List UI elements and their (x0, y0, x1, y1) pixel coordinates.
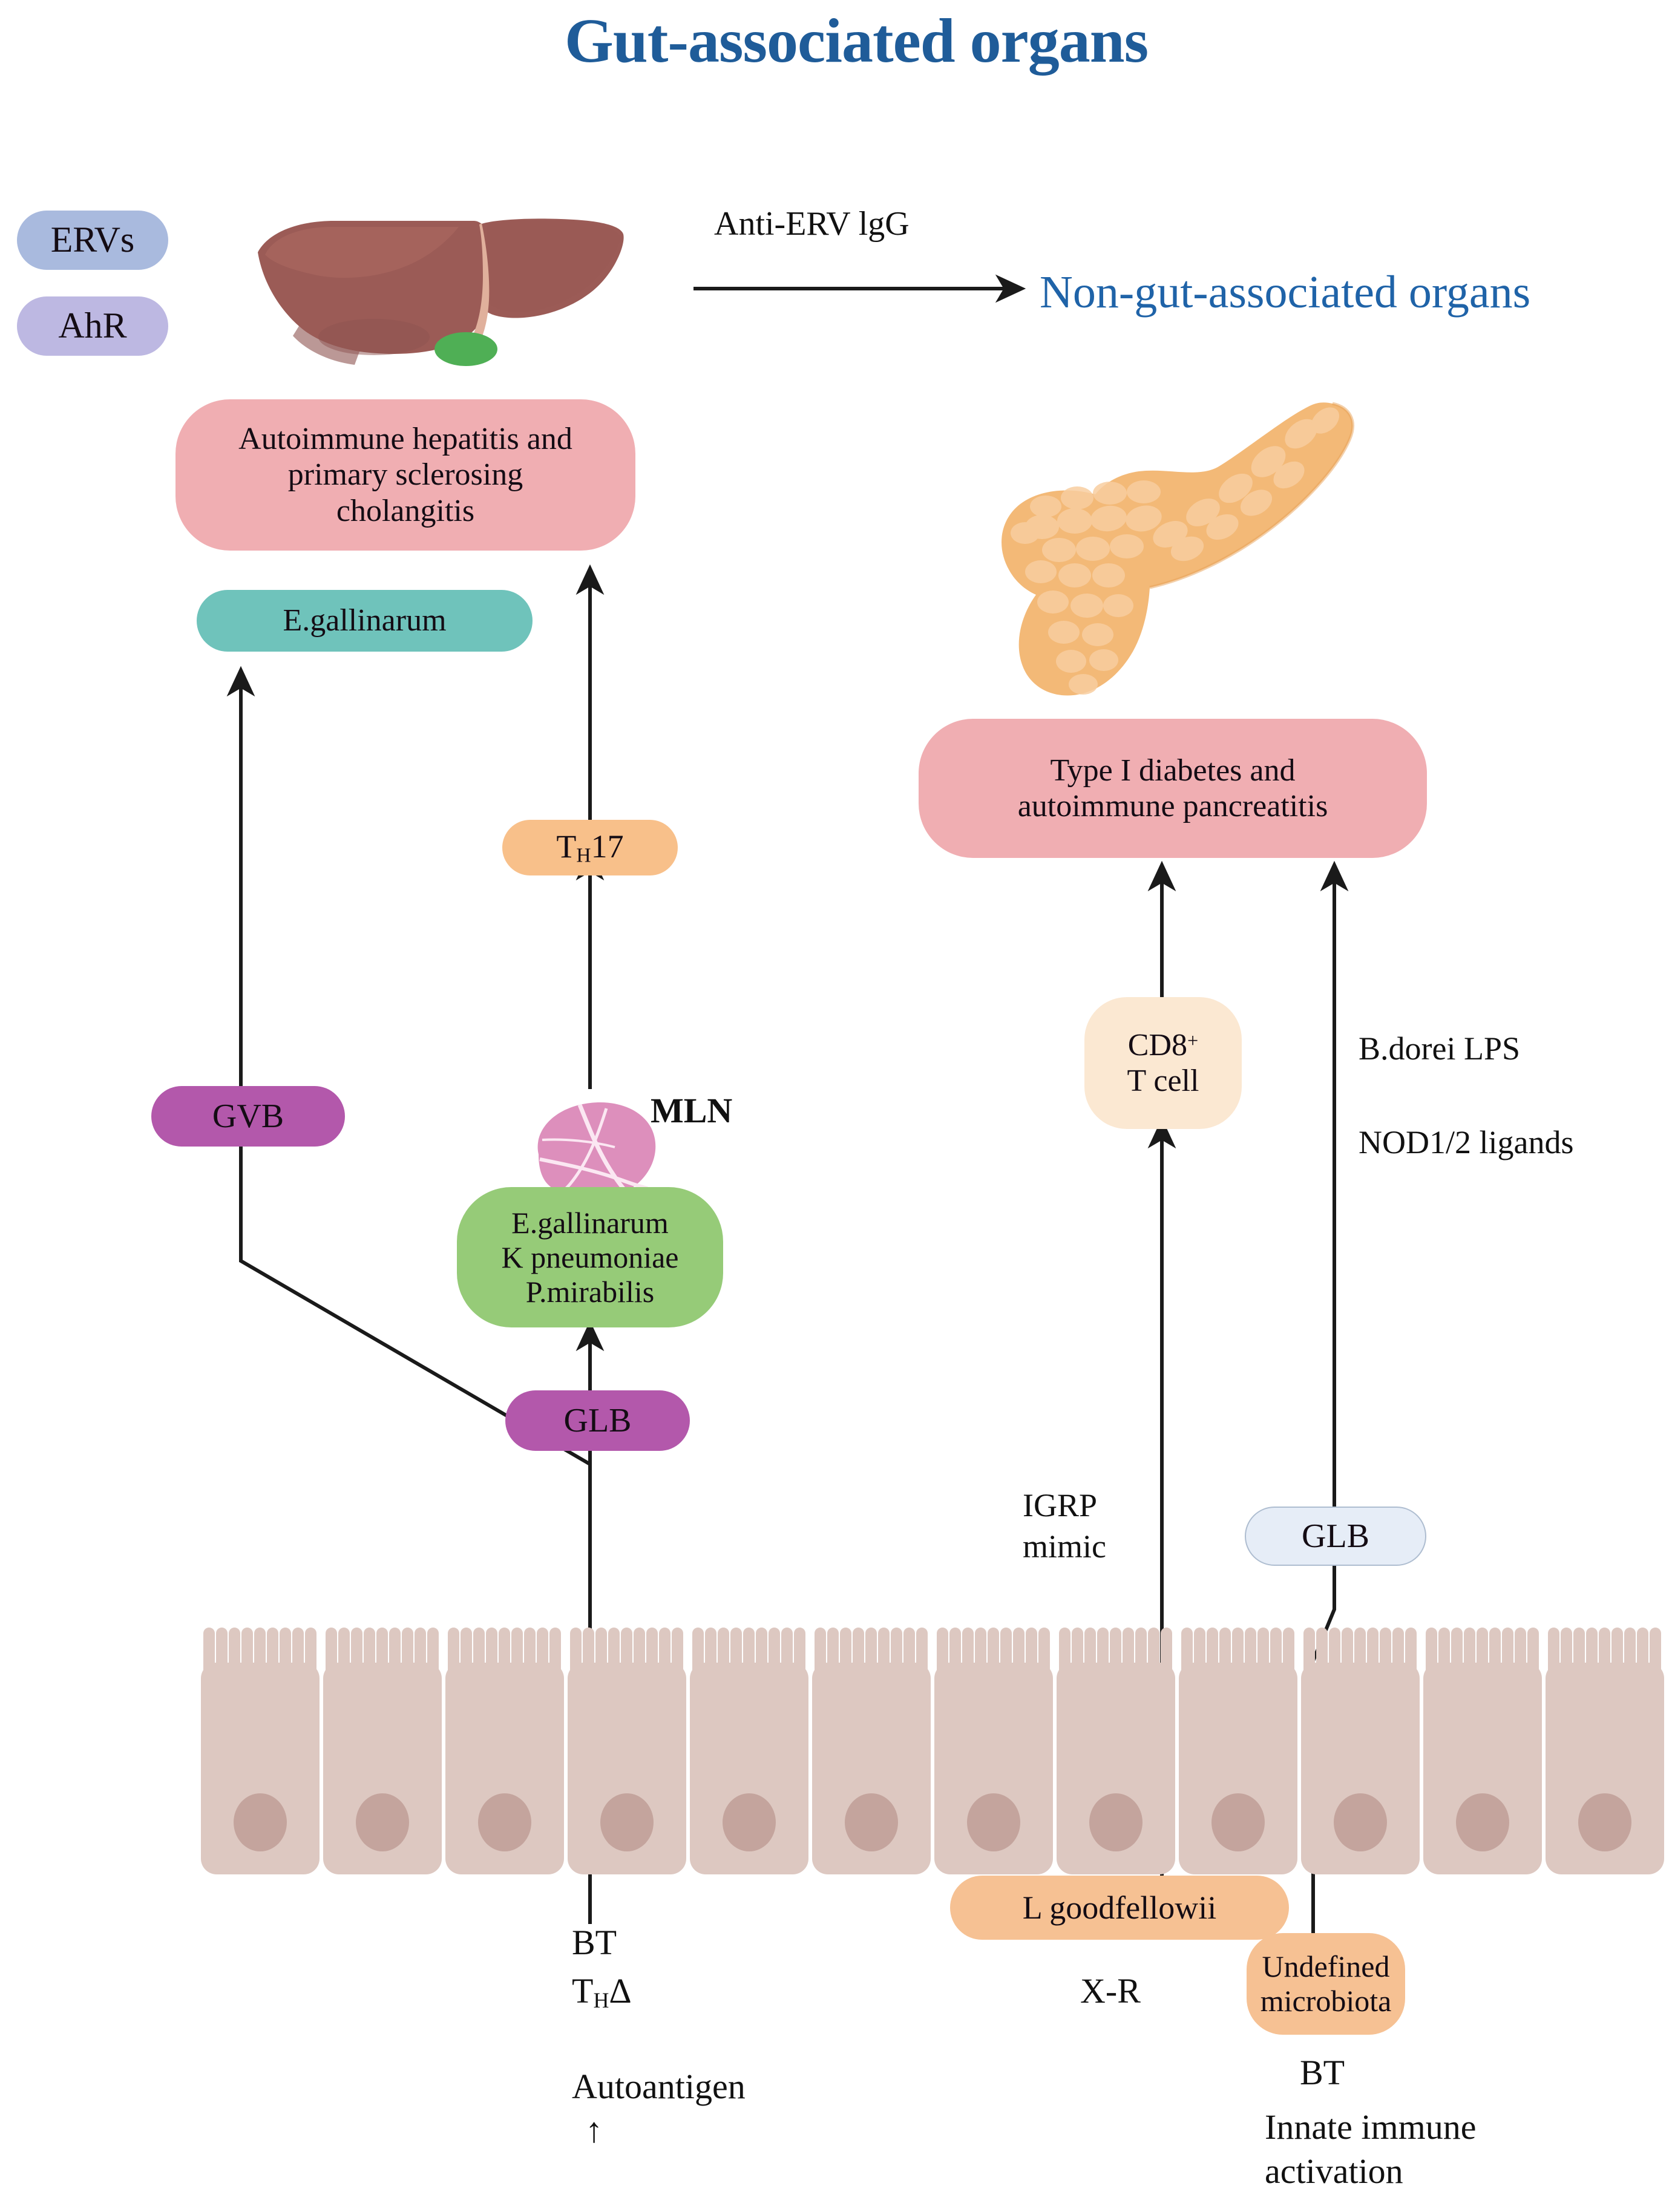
mln-label: MLN (651, 1091, 733, 1130)
autoantigen-label: Autoantigen ↑ (572, 2021, 746, 2153)
th-delta-label: THΔ (572, 1971, 632, 2012)
autoimmune-hepatitis-box[interactable]: Autoimmune hepatitis and primary scleros… (175, 399, 635, 551)
glb-pill-right-label: GLB (1302, 1517, 1369, 1555)
cd8-t-cell-label: CD8+T cell (1127, 1027, 1199, 1098)
anti-erv-igg-label: Anti-ERV lgG (714, 205, 910, 243)
glb-pill-left[interactable]: GLB (505, 1390, 690, 1451)
badge-ahr-label: AhR (58, 306, 127, 346)
undefined-microbiota-label: Undefined microbiota (1260, 1949, 1392, 2018)
liver-illustration (258, 218, 624, 366)
x-r-label: X-R (1080, 1971, 1141, 2011)
e-gallinarum-pill[interactable]: E.gallinarum (197, 590, 533, 652)
th17-label: TH17 (556, 828, 624, 867)
gvb-pill[interactable]: GVB (151, 1086, 345, 1147)
l-goodfellowii-label: L goodfellowii (1022, 1889, 1217, 1926)
cd8-t-cell-box[interactable]: CD8+T cell (1084, 997, 1242, 1129)
bt-label-right: BT (1300, 2053, 1345, 2092)
gut-bacteria-pill[interactable]: E.gallinarum K pneumoniae P.mirabilis (457, 1187, 723, 1327)
innate-immune-activation-label: Innate immune activation (1265, 2107, 1477, 2191)
igrp-mimic-label: IGRP mimic (1023, 1487, 1106, 1565)
th17-pill[interactable]: TH17 (502, 820, 678, 875)
gut-bacteria-label: E.gallinarum K pneumoniae P.mirabilis (501, 1205, 679, 1309)
bt-label-left: BT (572, 1923, 617, 1962)
glb-pill-left-label: GLB (563, 1401, 632, 1439)
intestinal-epithelium-illustration (201, 1628, 1664, 1874)
page-title: Gut-associated organs (565, 6, 1149, 76)
gvb-label: GVB (212, 1097, 284, 1135)
autoantigen-arrow-icon: ↑ (585, 2110, 603, 2150)
e-gallinarum-label: E.gallinarum (283, 603, 447, 638)
badge-ervs[interactable]: ERVs (17, 211, 168, 270)
autoantigen-text: Autoantigen (572, 2066, 746, 2106)
undefined-microbiota-box[interactable]: Undefined microbiota (1247, 1933, 1405, 2035)
pancreas-illustration (1002, 402, 1354, 696)
nod-ligands-label: NOD1/2 ligands (1359, 1124, 1574, 1160)
l-goodfellowii-pill[interactable]: L goodfellowii (950, 1876, 1289, 1940)
mesenteric-lymph-node-illustration (537, 1102, 656, 1201)
glb-pill-right[interactable]: GLB (1245, 1507, 1426, 1566)
b-dorei-lps-label: B.dorei LPS (1359, 1030, 1521, 1067)
type-i-diabetes-box[interactable]: Type I diabetes and autoimmune pancreati… (919, 719, 1427, 858)
non-gut-organs-title: Non-gut-associated organs (1040, 267, 1531, 318)
badge-ervs-label: ERVs (50, 220, 135, 260)
autoimmune-hepatitis-label: Autoimmune hepatitis and primary scleros… (238, 422, 572, 528)
badge-ahr[interactable]: AhR (17, 296, 168, 356)
type-i-diabetes-label: Type I diabetes and autoimmune pancreati… (1017, 753, 1328, 823)
